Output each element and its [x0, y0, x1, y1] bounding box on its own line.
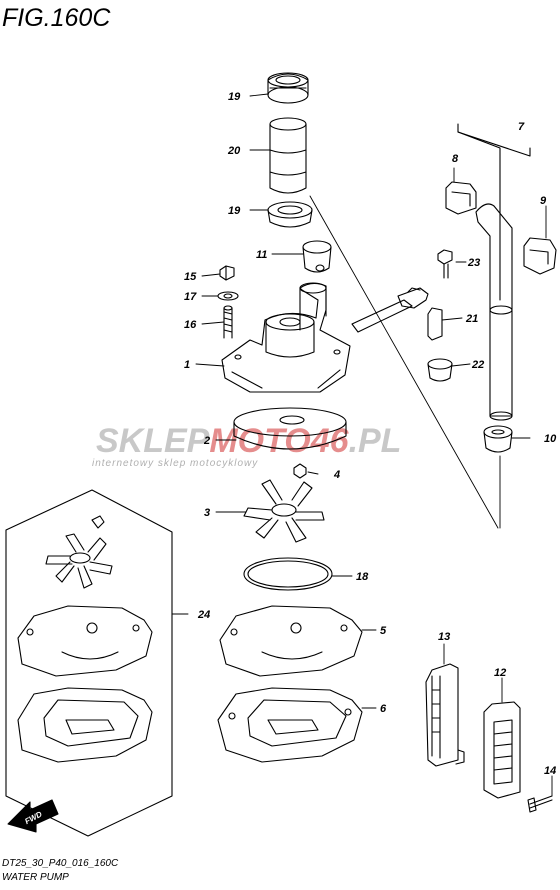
- callout-8: 8: [452, 153, 459, 165]
- fwd-arrow-icon: FWD: [7, 799, 59, 833]
- part-4-key: [293, 463, 307, 479]
- callout-10: 10: [544, 433, 557, 445]
- part-18-o-ring: [243, 557, 333, 591]
- callout-20: 20: [227, 145, 241, 157]
- part-16-stud: [223, 305, 233, 339]
- callout-7: 7: [518, 121, 525, 133]
- watermark: SKLEPMOTO46.PL internetowy sklep motocyk…: [92, 422, 401, 469]
- part-2-plate: [233, 407, 347, 450]
- part-8-clip: [445, 181, 477, 215]
- svg-text:SKLEPMOTO46.PL: SKLEPMOTO46.PL: [96, 422, 401, 460]
- callout-2: 2: [203, 435, 210, 447]
- part-6-gasket: [217, 687, 363, 763]
- part-9-clip: [523, 237, 557, 275]
- part-1-pump-case: [221, 282, 351, 393]
- part-7-hose-bracket: [457, 123, 531, 301]
- figure-title: FIG.160C: [2, 4, 111, 32]
- callout-19-upper: 19: [228, 91, 241, 103]
- callout-23: 23: [467, 257, 480, 269]
- callout-21: 21: [465, 313, 478, 325]
- part-21-water-tube: [351, 287, 443, 341]
- callouts: 19 20 19 11 15 17 16 1 2 4 3 18 24 5 6 7…: [184, 91, 557, 777]
- part-20-tube: [269, 117, 307, 194]
- callout-9: 9: [540, 195, 547, 207]
- watermark-part4: .PL: [349, 422, 402, 460]
- callout-4: 4: [333, 469, 340, 481]
- callout-24: 24: [197, 609, 210, 621]
- part-10-grommet: [483, 425, 513, 453]
- callout-12: 12: [494, 667, 506, 679]
- callout-16: 16: [184, 319, 197, 331]
- figure-code: DT25_30_P40_016_160C: [2, 858, 119, 869]
- part-13-filter: [425, 663, 465, 767]
- part-19-seal-upper: [267, 72, 309, 104]
- callout-1: 1: [184, 359, 190, 371]
- part-3-impeller: [243, 479, 325, 543]
- watermark-tagline: internetowy sklep motocyklowy: [92, 458, 258, 469]
- callout-15: 15: [184, 271, 197, 283]
- part-23-bolt: [437, 249, 453, 279]
- callout-19-lower: 19: [228, 205, 241, 217]
- callout-13: 13: [438, 631, 450, 643]
- part-19-seal-lower: [267, 201, 313, 228]
- callout-18: 18: [356, 571, 369, 583]
- part-22-grommet: [427, 358, 453, 382]
- callout-3: 3: [204, 507, 210, 519]
- callout-22: 22: [471, 359, 484, 371]
- part-14-screw: [527, 795, 553, 813]
- part-17-washer: [217, 291, 239, 301]
- part-7-hose: [475, 203, 513, 421]
- part-12-grille: [483, 701, 521, 799]
- watermark-part3: 46: [310, 422, 350, 460]
- part-5-gasket: [219, 605, 363, 677]
- callout-11: 11: [256, 249, 267, 261]
- part-15-nut: [219, 265, 235, 281]
- callout-17: 17: [184, 291, 197, 303]
- guide-lines: [171, 93, 553, 797]
- watermark-part2: MOTO: [209, 422, 310, 460]
- figure-caption: WATER PUMP: [2, 872, 69, 883]
- callout-6: 6: [380, 703, 387, 715]
- watermark-part1: SKLEP: [96, 422, 210, 460]
- callout-5: 5: [380, 625, 387, 637]
- callout-14: 14: [544, 765, 556, 777]
- part-11-grommet: [302, 240, 332, 273]
- part-24-kit-box: [5, 489, 173, 837]
